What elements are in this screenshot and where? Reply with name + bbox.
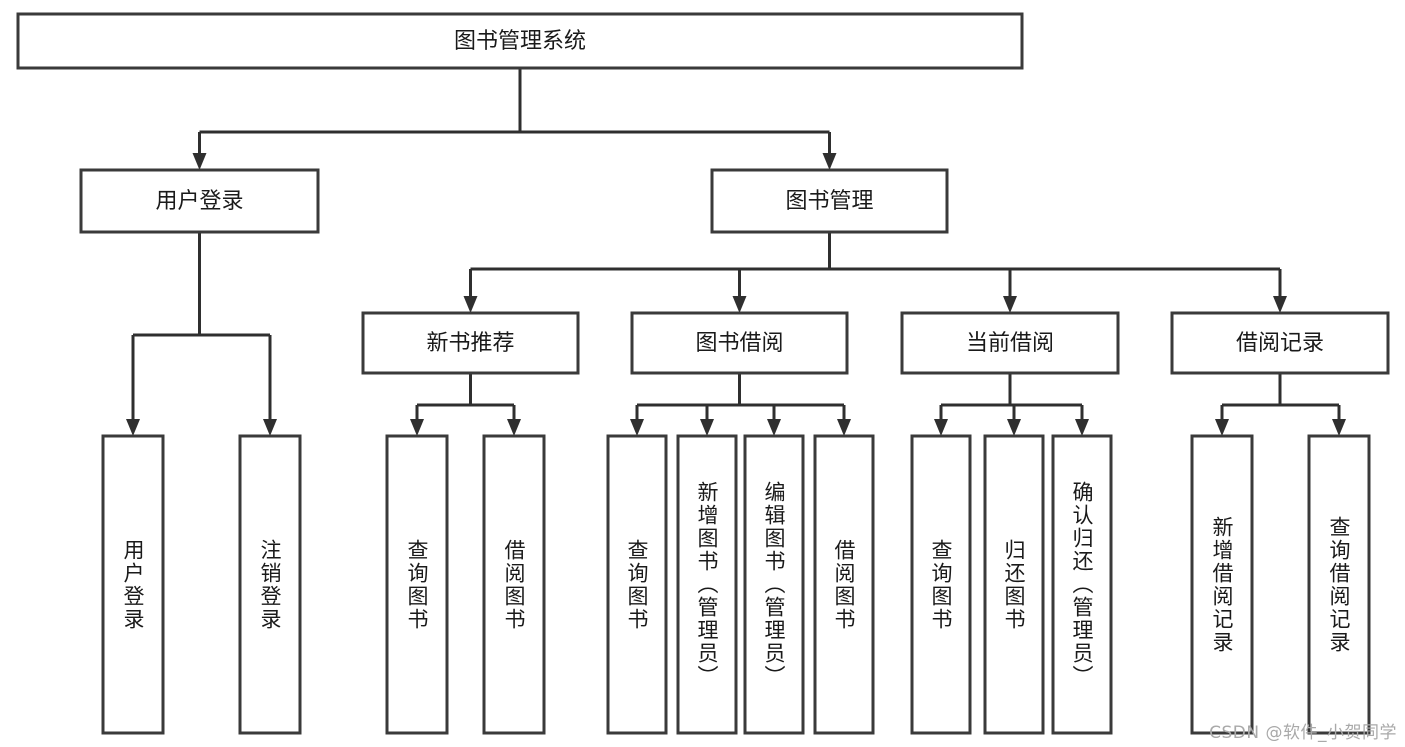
leaf-book-borrow-arrow-0 xyxy=(630,405,644,436)
book-management-arrow-2 xyxy=(1003,269,1017,313)
leaf-new-book-recommend-arrow-0 xyxy=(410,405,424,436)
watermark-text: CSDN @软件_小贺同学 xyxy=(1209,723,1397,743)
book-management-arrow-1 xyxy=(732,269,747,313)
node-user-login[interactable]: 用户登录 xyxy=(79,168,320,234)
node-leaf-return-book[interactable] xyxy=(983,434,1045,735)
leaf-current-borrow-arrow-1 xyxy=(1007,405,1021,436)
node-box xyxy=(385,434,449,735)
leaf-current-borrow-arrow-0 xyxy=(934,405,948,436)
book-management-arrow-3 xyxy=(1273,269,1287,313)
node-leaf-borrow-book-rec[interactable] xyxy=(482,434,546,735)
node-box xyxy=(16,12,1024,70)
node-label: 图书借阅 xyxy=(695,331,783,356)
root-arrow-1 xyxy=(822,132,837,170)
node-leaf-query-book-cur[interactable] xyxy=(910,434,972,735)
leaf-book-borrow-arrow-1 xyxy=(700,405,714,436)
node-box xyxy=(482,434,546,735)
node-leaf-edit-book-admin[interactable] xyxy=(743,434,805,735)
node-leaf-borrow-book-brw[interactable] xyxy=(813,434,875,735)
connectors-layer xyxy=(126,68,1346,436)
node-leaf-add-book-admin[interactable] xyxy=(676,434,738,735)
node-box xyxy=(1051,434,1113,735)
node-label: 用户登录 xyxy=(155,189,243,214)
node-leaf-logout[interactable] xyxy=(238,434,302,735)
node-box xyxy=(900,311,1120,375)
node-leaf-add-record[interactable] xyxy=(1190,434,1254,735)
node-label: 当前借阅 xyxy=(966,331,1054,356)
root-arrow-0 xyxy=(192,132,207,170)
node-leaf-confirm-return[interactable] xyxy=(1051,434,1113,735)
leaf-book-borrow-arrow-2 xyxy=(767,405,781,436)
node-box xyxy=(813,434,875,735)
leaf-user-login-arrow-0 xyxy=(126,335,140,436)
node-borrow-record[interactable]: 借阅记录 xyxy=(1170,311,1390,375)
node-label: 图书管理 xyxy=(785,189,873,214)
node-box xyxy=(238,434,302,735)
node-leaf-query-book-rec[interactable] xyxy=(385,434,449,735)
node-box xyxy=(1170,311,1390,375)
leaf-new-book-recommend-arrow-1 xyxy=(507,405,521,436)
node-box xyxy=(1307,434,1371,735)
node-box xyxy=(361,311,580,375)
node-root[interactable]: 图书管理系统 xyxy=(16,12,1024,70)
node-box xyxy=(710,168,949,234)
node-box xyxy=(79,168,320,234)
leaf-borrow-record-arrow-0 xyxy=(1215,405,1229,436)
node-new-book-recommend[interactable]: 新书推荐 xyxy=(361,311,580,375)
node-box xyxy=(743,434,805,735)
node-box xyxy=(630,311,849,375)
node-leaf-query-book-brw[interactable] xyxy=(606,434,668,735)
leaf-current-borrow-arrow-2 xyxy=(1075,405,1089,436)
node-box xyxy=(606,434,668,735)
node-box xyxy=(676,434,738,735)
node-label: 新书推荐 xyxy=(426,331,514,356)
node-book-management[interactable]: 图书管理 xyxy=(710,168,949,234)
leaf-borrow-record-arrow-1 xyxy=(1332,405,1346,436)
node-box xyxy=(1190,434,1254,735)
node-leaf-user-login[interactable] xyxy=(101,434,165,735)
node-book-borrow[interactable]: 图书借阅 xyxy=(630,311,849,375)
leaf-book-borrow-arrow-3 xyxy=(837,405,851,436)
node-box xyxy=(910,434,972,735)
leaf-user-login-arrow-1 xyxy=(263,335,277,436)
node-label: 借阅记录 xyxy=(1236,331,1324,356)
book-management-arrow-0 xyxy=(463,269,478,313)
node-leaf-query-record[interactable] xyxy=(1307,434,1371,735)
node-label: 图书管理系统 xyxy=(454,29,586,54)
node-box xyxy=(101,434,165,735)
node-current-borrow[interactable]: 当前借阅 xyxy=(900,311,1120,375)
node-box xyxy=(983,434,1045,735)
